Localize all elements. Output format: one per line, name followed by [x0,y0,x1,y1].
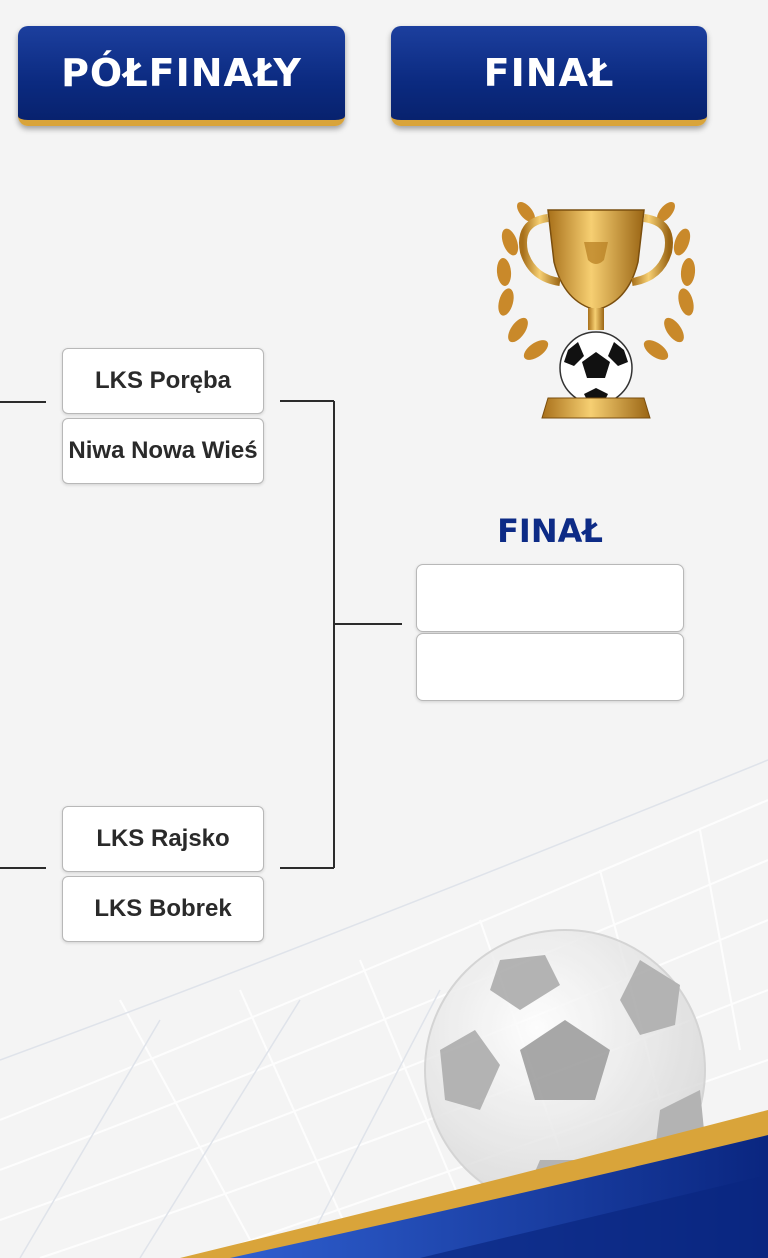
final-team-2[interactable] [416,633,684,701]
soccer-ball-icon [559,331,633,405]
team-name: LKS Poręba [94,367,232,394]
final-header-label: FINAŁ [483,51,615,95]
goal-net [0,799,768,1258]
team-name: Niwa Nowa Wieś [68,437,258,464]
final-header: FINAŁ [391,26,707,126]
semifinal-1-team-2[interactable]: Niwa Nowa Wieś [62,418,264,484]
laurel-icon [496,202,696,360]
semifinal-2-team-2[interactable]: LKS Bobrek [62,876,264,942]
team-name: LKS Rajsko [96,825,230,852]
final-title: FINAŁ [497,512,603,550]
team-name: LKS Bobrek [94,895,232,922]
final-team-1[interactable] [416,564,684,632]
trophy-icon [496,202,696,419]
semifinals-header: PÓŁFINAŁY [18,26,345,126]
semifinals-header-label: PÓŁFINAŁY [61,51,302,95]
semifinal-2-team-1[interactable]: LKS Rajsko [62,806,264,872]
semifinal-1-team-1[interactable]: LKS Poręba [62,348,264,414]
